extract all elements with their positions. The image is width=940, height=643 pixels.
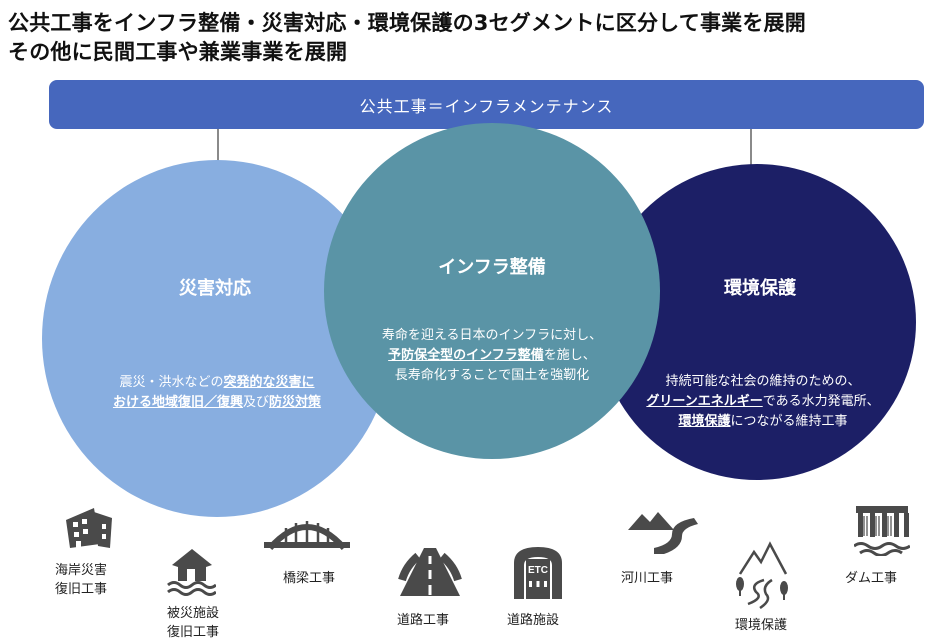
- disaster-desc-text: 震災・洪水などの: [119, 375, 224, 390]
- dam-icon: [853, 502, 911, 557]
- mountain-stream-icon: [734, 540, 792, 610]
- work-label-line: 橋梁工事: [283, 571, 336, 586]
- infra-desc-text: 寿命を迎える日本のインフラに対し、: [381, 328, 603, 343]
- collapsed-building-icon: [64, 504, 114, 550]
- work-label-damaged-facility: 被災施設 復旧工事: [167, 604, 219, 642]
- environment-desc-text: につながる維持工事: [730, 414, 848, 429]
- disaster-desc-highlight: おける地域復旧／復興: [112, 395, 243, 410]
- work-label-coastal: 海岸災害 復旧工事: [55, 561, 107, 599]
- disaster-description: 震災・洪水などの突発的な災害に おける地域復旧／復興及び防災対策: [62, 373, 372, 413]
- infrastructure-circle: [324, 123, 660, 459]
- work-label-river: 河川工事: [621, 569, 673, 588]
- work-label-line: 復旧工事: [55, 582, 108, 597]
- infrastructure-description: 寿命を迎える日本のインフラに対し、 予防保全型のインフラ整備を施し、 長寿命化す…: [332, 326, 652, 386]
- public-works-banner: 公共工事＝インフラメンテナンス: [49, 80, 924, 129]
- work-label-line: 海岸災害: [55, 563, 108, 578]
- infra-desc-highlight: 予防保全型のインフラ整備: [388, 348, 544, 363]
- disaster-desc-highlight: 突発的な災害に: [223, 375, 315, 390]
- page-title-line1: 公共工事をインフラ整備・災害対応・環境保護の3セグメントに区分して事業を展開: [8, 11, 806, 35]
- work-label-line: 道路工事: [397, 613, 450, 628]
- connector-line-left: [217, 129, 219, 167]
- disaster-title: 災害対応: [179, 278, 251, 299]
- work-label-line: 道路施設: [507, 613, 560, 628]
- work-label-line: 環境保護: [735, 618, 788, 633]
- environment-desc-highlight: 環境保護: [678, 414, 731, 429]
- infra-desc-text: 長寿命化することで国土を強靭化: [394, 368, 590, 383]
- connector-line-right: [750, 129, 752, 167]
- banner-label: 公共工事＝インフラメンテナンス: [359, 96, 614, 116]
- work-label-line: 河川工事: [621, 571, 674, 586]
- flooded-house-icon: [166, 545, 217, 599]
- environment-description: 持続可能な社会の維持のための、 グリーンエネルギーである水力発電所、 環境保護に…: [618, 372, 908, 432]
- work-label-line: 被災施設: [167, 606, 220, 621]
- environment-desc-highlight: グリーンエネルギー: [646, 394, 763, 409]
- work-label-line: 復旧工事: [167, 625, 220, 640]
- infra-desc-text: を施し、: [543, 348, 596, 363]
- arch-bridge-icon: [264, 512, 350, 554]
- work-label-road-facility: 道路施設: [507, 611, 559, 630]
- river-icon: [628, 508, 698, 554]
- work-label-environment: 環境保護: [735, 616, 787, 635]
- environment-desc-text: である水力発電所、: [762, 394, 880, 409]
- disaster-desc-text: 及び: [242, 395, 269, 410]
- disaster-desc-highlight: 防災対策: [269, 395, 322, 410]
- work-label-bridge: 橋梁工事: [283, 569, 335, 588]
- page-title-line2: その他に民間工事や兼業事業を展開: [8, 40, 348, 64]
- environment-desc-text: 持続可能な社会の維持のための、: [665, 374, 861, 389]
- work-label-road: 道路工事: [397, 611, 449, 630]
- etc-gate-icon: ETC: [512, 545, 564, 599]
- environment-title: 環境保護: [724, 278, 796, 299]
- road-icon: [398, 546, 462, 598]
- infrastructure-title: インフラ整備: [438, 257, 546, 278]
- work-label-line: ダム工事: [845, 571, 898, 586]
- work-label-dam: ダム工事: [845, 569, 897, 588]
- etc-sign-text: ETC: [528, 565, 548, 576]
